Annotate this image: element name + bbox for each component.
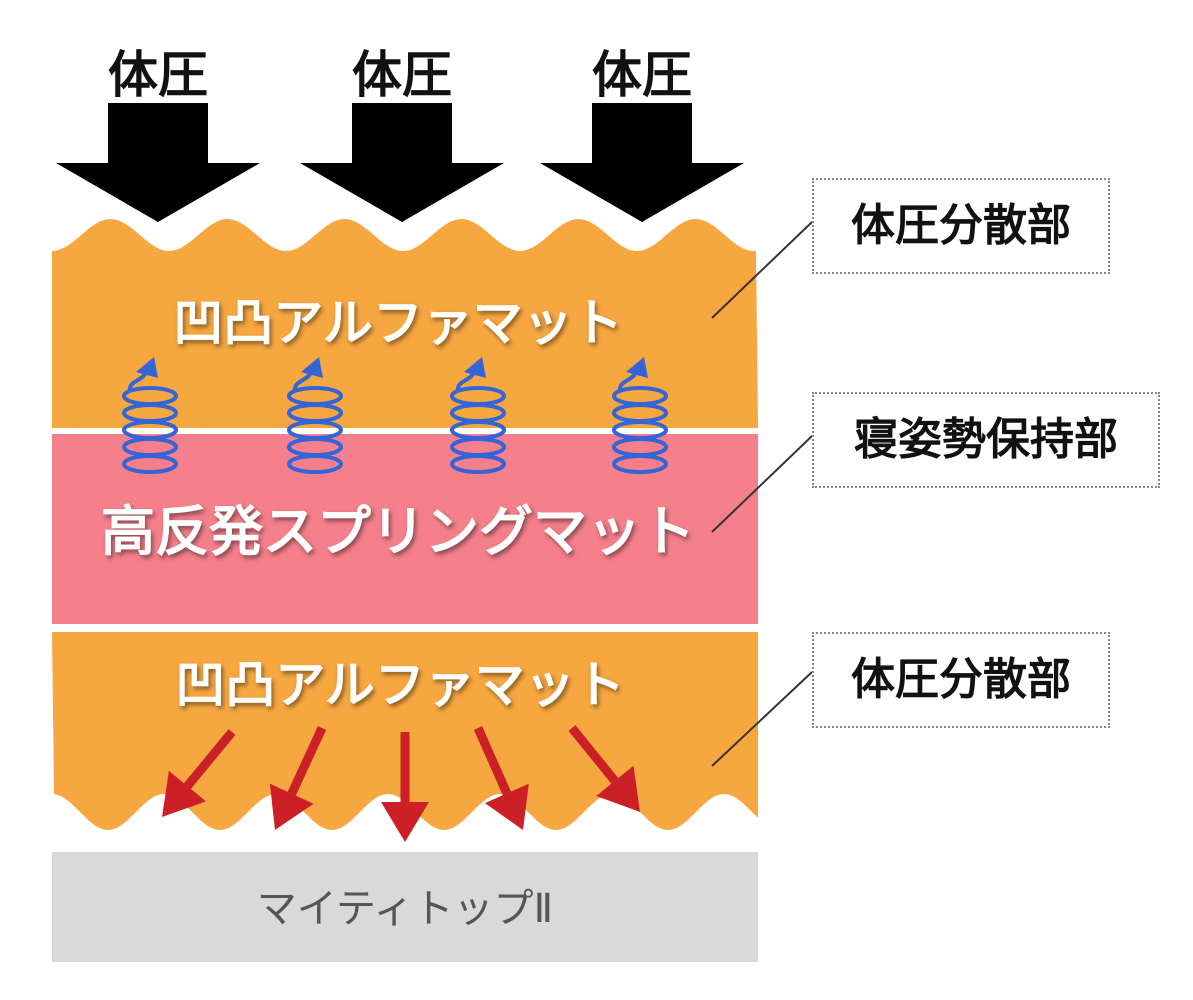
callout-connector-bottom [711,671,813,767]
red-arrow-icon [473,726,529,830]
callout-connector-middle [711,435,813,533]
callout-top-dispersion: 体圧分散部 [812,178,1110,274]
red-arrow-icon [162,729,236,817]
down-arrow-icon [540,103,744,222]
middle-layer-label: 高反発スプリングマット [101,500,695,563]
callout-middle-posture: 寝姿勢保持部 [812,392,1160,488]
bottom-layer-label: 凹凸アルファマット [175,656,625,714]
red-arrow-icon [381,732,429,842]
pressure-label: 体圧 [592,46,692,104]
spring-icon [287,357,343,474]
down-arrow-icon [56,103,260,222]
springs-group [122,357,668,474]
top-alpha-mat-layer [52,219,758,428]
middle-spring-mat-layer [52,434,758,624]
callout-bottom-dispersion: 体圧分散部 [812,632,1110,728]
dispersion-arrows-group [162,725,640,842]
spring-icon [450,357,506,474]
base-layer-label: マイティトップⅡ [257,886,554,932]
base-layer-mighty-top [52,852,758,962]
pressure-label: 体圧 [352,46,452,104]
red-arrow-icon [568,725,640,812]
spring-icon [612,357,668,474]
callout-connector-top [711,221,813,319]
pressure-label: 体圧 [108,46,208,104]
red-arrow-icon [269,726,327,830]
bottom-alpha-mat-layer [52,632,758,830]
spring-icon [122,357,178,474]
down-arrow-icon [300,103,504,222]
pressure-arrows-group: 体圧 体圧 体圧 [56,46,744,222]
top-layer-label: 凹凸アルファマット [173,294,623,352]
